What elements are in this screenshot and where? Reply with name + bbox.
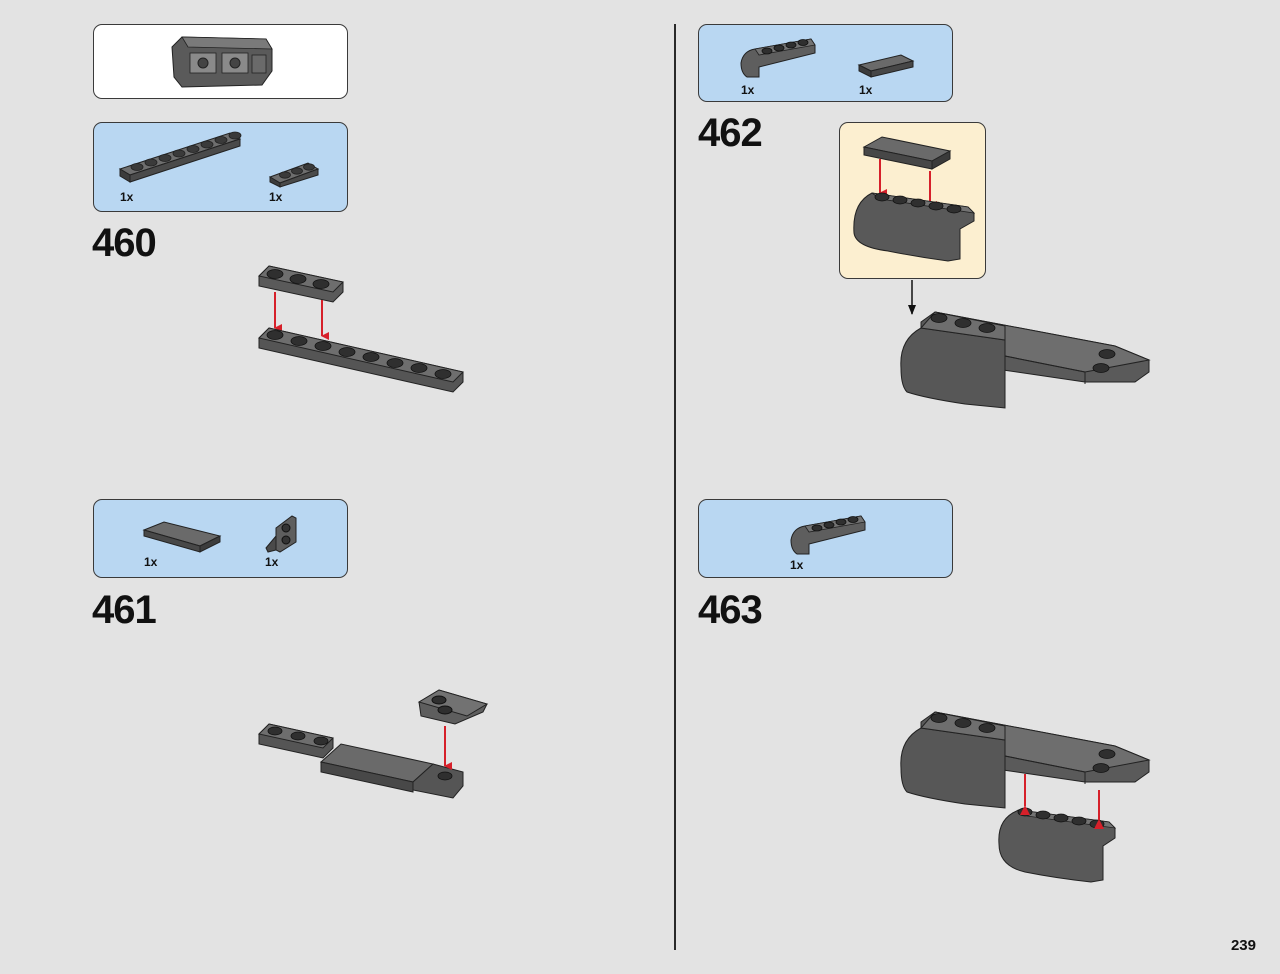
page-number: 239	[1230, 937, 1256, 954]
step-463-assembly-illustration	[900, 711, 1151, 883]
part-qty: 1x	[790, 558, 804, 572]
step-number-462: 462	[698, 111, 763, 155]
part-qty: 1x	[741, 83, 755, 97]
tile-1x4-icon	[857, 54, 915, 78]
parts-box-step-462: 1x 1x	[698, 24, 953, 102]
tile-2x4-icon	[142, 521, 222, 553]
callout-assembly-illustration	[853, 136, 976, 262]
slope-brick-icon	[790, 515, 866, 555]
parts-box-step-460: 1x 1x	[93, 122, 348, 212]
wedge-plate-icon	[265, 515, 297, 553]
part-qty: 1x	[265, 555, 279, 569]
step-number-463: 463	[698, 588, 763, 632]
step-number-461: 461	[92, 588, 157, 632]
part-qty: 1x	[120, 190, 134, 204]
part-qty: 1x	[269, 190, 283, 204]
step-number-460: 460	[92, 221, 157, 265]
slope-brick-icon	[740, 38, 816, 78]
step-461-assembly-illustration	[257, 689, 489, 799]
plate-1x8-icon	[118, 131, 242, 183]
part-qty: 1x	[144, 555, 158, 569]
subassembly-thumbnail-box	[93, 24, 348, 99]
step-460-assembly-illustration	[257, 265, 464, 393]
page-divider	[674, 24, 676, 950]
plate-1x3-icon	[268, 162, 320, 188]
subassembly-thumbnail-icon	[171, 36, 273, 88]
step-462-assembly-illustration	[900, 280, 1151, 409]
sub-step-callout-462	[839, 122, 986, 279]
parts-box-step-461: 1x 1x	[93, 499, 348, 578]
parts-box-step-463: 1x	[698, 499, 953, 578]
part-qty: 1x	[859, 83, 873, 97]
